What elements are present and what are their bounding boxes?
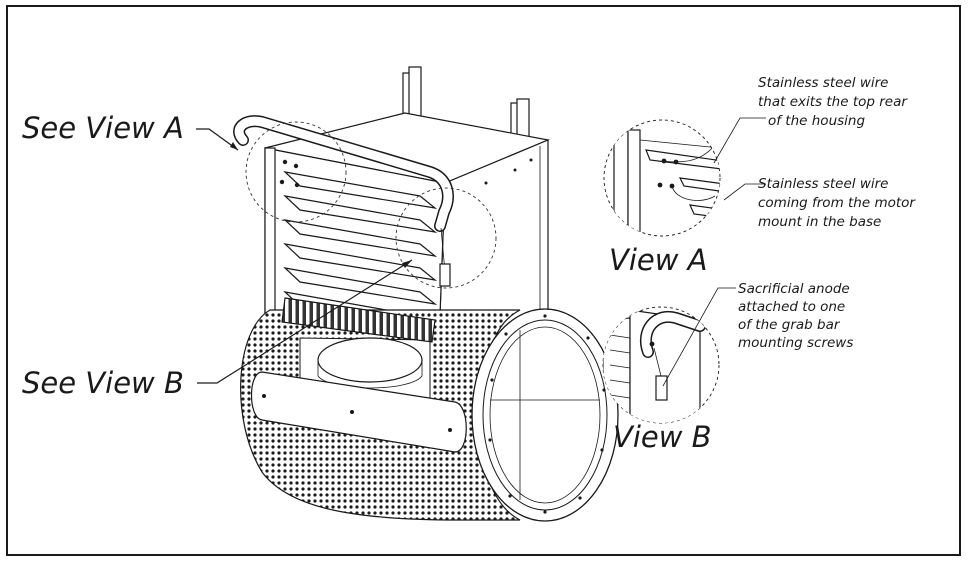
note-anode-line1: Sacrificial anode: [738, 281, 850, 297]
leader-view-b: [197, 259, 413, 384]
note-anode-line3: of the grab bar: [738, 317, 841, 333]
note-anode: Sacrificial anode attached to one of the…: [738, 281, 853, 351]
leader-wire-top: [713, 117, 766, 164]
mounting-bracket-left: [402, 66, 422, 122]
note-anode-line2: attached to one: [738, 299, 845, 315]
view-b-label: View B: [613, 420, 712, 454]
note-wire-top-line3: of the housing: [768, 113, 865, 129]
anode-detail: [655, 375, 668, 401]
note-wire-top-line1: Stainless steel wire: [758, 75, 889, 91]
detail-circle-a: [245, 121, 347, 223]
ring-bolts: [488, 314, 606, 514]
note-wire-top-line2: that exits the top rear: [758, 94, 908, 110]
note-wire-base: Stainless steel wire coming from the mot…: [758, 176, 916, 230]
step-grate: [281, 297, 436, 343]
leader-wire-base: [723, 183, 766, 201]
leader-view-a: [196, 128, 239, 151]
detail-circle-b: [395, 187, 497, 289]
view-a-detail: [603, 119, 721, 237]
note-wire-base-line3: mount in the base: [758, 214, 881, 230]
heater-unit: [233, 66, 619, 522]
screws: [279, 158, 533, 188]
louvers: [283, 171, 438, 329]
note-anode-line4: mounting screws: [738, 335, 853, 351]
view-a-label: View A: [609, 243, 708, 277]
see-view-a-label: See View A: [22, 111, 184, 145]
fan: [317, 337, 423, 383]
leader-anode: [662, 287, 736, 387]
diagram-frame: [6, 5, 961, 556]
note-wire-base-line1: Stainless steel wire: [758, 176, 889, 192]
see-view-b-label: See View B: [22, 366, 184, 400]
note-wire-base-line2: coming from the motor: [758, 195, 916, 211]
view-b-detail: [602, 306, 720, 424]
note-wire-top: Stainless steel wire that exits the top …: [758, 75, 908, 129]
anode-main: [439, 263, 451, 287]
front-band: [251, 371, 467, 453]
